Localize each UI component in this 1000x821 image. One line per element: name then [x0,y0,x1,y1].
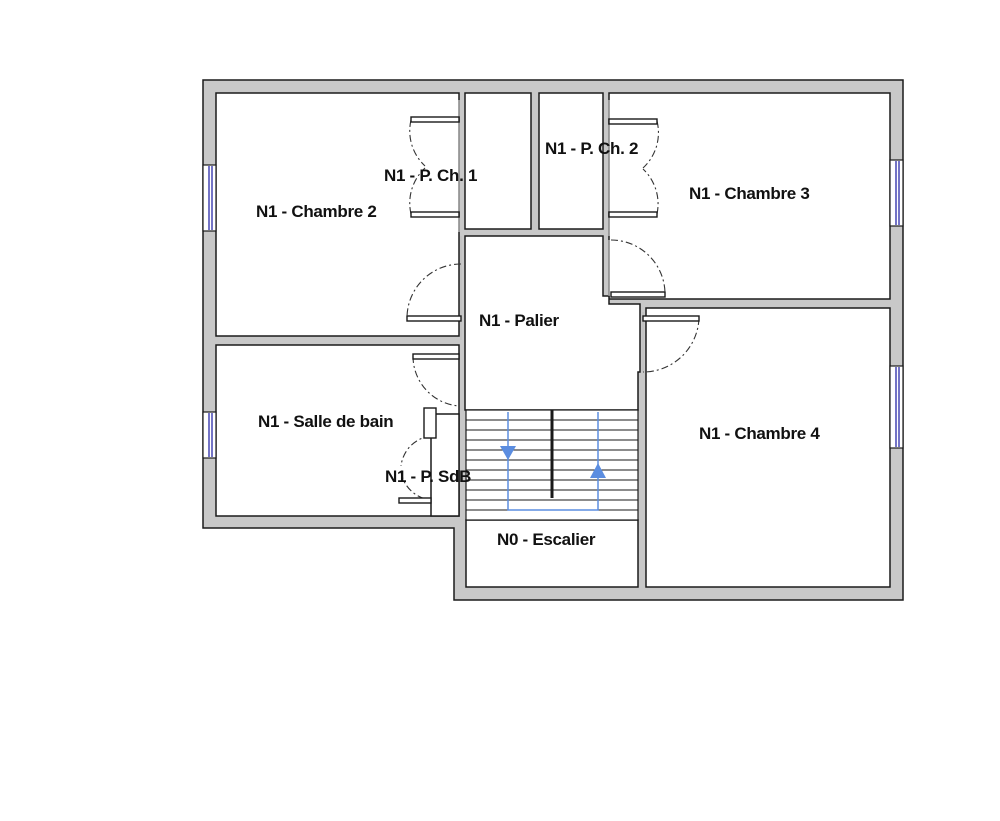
label-palier: N1 - Palier [479,311,560,330]
label-p-ch-2: N1 - P. Ch. 2 [545,139,638,158]
room-p-ch-1[interactable] [464,92,532,230]
label-chambre-4: N1 - Chambre 4 [699,424,820,443]
label-chambre-3: N1 - Chambre 3 [689,184,810,203]
label-p-sdb: N1 - P. SdB [385,467,471,486]
label-p-ch-1: N1 - P. Ch. 1 [384,166,477,185]
room-escalier[interactable] [465,519,639,588]
doors [398,116,700,504]
room-p-ch-2[interactable] [538,92,604,230]
room-chambre-4[interactable] [645,307,891,588]
room-chambre-3[interactable] [608,92,891,300]
label-chambre-2: N1 - Chambre 2 [256,202,377,221]
room-p-sdb[interactable] [430,413,460,517]
label-escalier: N0 - Escalier [497,530,596,549]
windows [202,159,904,459]
arrow-up-icon [590,463,606,478]
arrow-down-icon [500,446,516,460]
stair-direction-arrows [500,412,606,511]
label-salle-de-bain: N1 - Salle de bain [258,412,393,431]
